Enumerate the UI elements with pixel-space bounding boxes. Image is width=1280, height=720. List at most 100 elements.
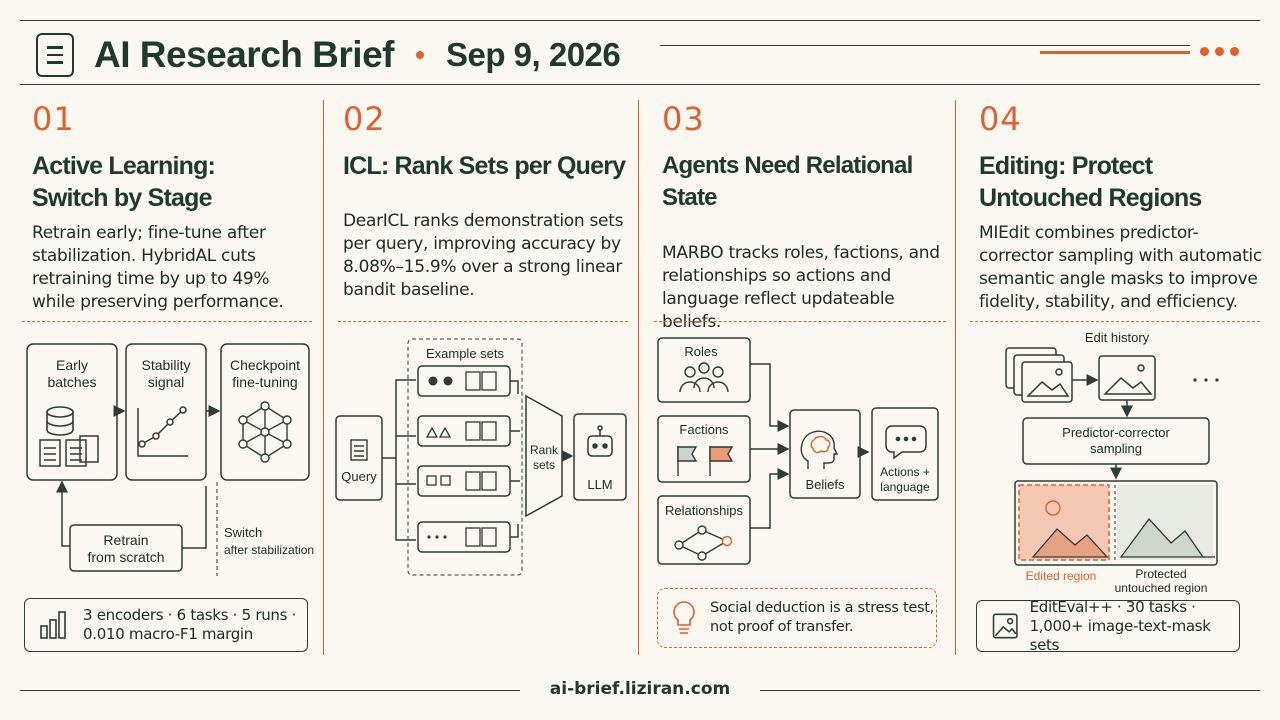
page-date: Sep 9, 2026 xyxy=(445,36,621,73)
stress-test-note: Social deduction is a stress test, not p… xyxy=(657,588,937,648)
svg-text:batches: batches xyxy=(47,374,96,390)
rank-sets-funnel xyxy=(525,394,563,518)
dashed-separator xyxy=(970,321,1260,322)
bar-chart-icon xyxy=(40,611,66,639)
column-divider xyxy=(323,100,324,655)
example-set-row xyxy=(417,415,511,447)
stability-signal-label: Stability xyxy=(141,357,190,373)
svg-text:sampling: sampling xyxy=(1090,441,1142,456)
editing-diagram: Edit history Predictor-corrector samplin… xyxy=(1005,330,1219,595)
header: AI Research Brief Sep 9, 2026 xyxy=(36,30,621,80)
top-rule xyxy=(20,20,1260,21)
title-separator-dot xyxy=(415,51,424,59)
column-number: 04 xyxy=(979,100,1022,138)
early-batches-label: Early xyxy=(56,357,88,373)
roles-box xyxy=(657,337,751,403)
predictor-corrector-label: Predictor-corrector xyxy=(1062,425,1170,440)
header-rule xyxy=(660,45,1190,46)
header-dots xyxy=(1200,47,1239,56)
edit-history-label: Edit history xyxy=(1085,330,1150,345)
image-stack-icon xyxy=(1005,347,1073,403)
network-icon xyxy=(238,401,292,463)
retrain-label: Retrain xyxy=(103,532,148,548)
column-title: Editing: Protect Untouched Regions xyxy=(979,152,1202,212)
active-learning-diagram: Early batches Stability signal Checkpoin… xyxy=(26,343,314,576)
more-dots xyxy=(1193,378,1197,382)
image-icon xyxy=(992,613,1018,639)
note-text: Social deduction is a stress test, not p… xyxy=(710,600,934,635)
stat-text: EditEval++ · 30 tasks · 1,000+ image-tex… xyxy=(1029,597,1211,654)
example-set-row xyxy=(417,365,511,397)
rank-sets-label: Rank xyxy=(530,443,559,457)
column-active-learning: 01 Active Learning: Switch by Stage Retr… xyxy=(32,100,312,655)
column-divider xyxy=(955,100,956,655)
column-summary: MARBO tracks roles, factions, and relati… xyxy=(662,243,940,332)
switch-label: Switch xyxy=(224,525,262,540)
footer: ai-brief.liziran.com xyxy=(0,679,1280,701)
dashed-separator xyxy=(654,321,946,322)
result-image xyxy=(1014,480,1218,566)
svg-text:signal: signal xyxy=(148,374,185,390)
roles-label: Roles xyxy=(684,344,718,359)
column-title: Agents Need Relational State xyxy=(662,152,913,211)
protected-region-label: Protected xyxy=(1135,567,1186,581)
column-summary: DearICL ranks demonstration sets per que… xyxy=(343,211,624,300)
document-icon xyxy=(350,439,368,461)
column-summary: MIEdit combines predictor-corrector samp… xyxy=(979,223,1262,312)
column-title: Active Learning: Switch by Stage xyxy=(32,152,216,212)
actions-language-box xyxy=(871,407,939,501)
column-title: ICL: Rank Sets per Query xyxy=(343,152,626,180)
column-editing: 04 Editing: Protect Untouched Regions MI… xyxy=(979,100,1269,655)
column-number: 03 xyxy=(662,100,705,138)
edited-region-label: Edited region xyxy=(1026,569,1097,583)
svg-text:untouched region: untouched region xyxy=(1115,581,1208,595)
example-sets-label: Example sets xyxy=(426,346,505,361)
robot-icon xyxy=(587,425,613,457)
example-set-row xyxy=(417,465,511,497)
checkpoint-finetuning-label: Checkpoint xyxy=(230,357,300,373)
image-icon xyxy=(1098,355,1156,401)
llm-label: LLM xyxy=(587,477,612,492)
column-number: 01 xyxy=(32,100,75,138)
line-chart-icon xyxy=(137,406,188,457)
llm-box xyxy=(573,413,627,501)
page-title: AI Research Brief xyxy=(94,34,394,75)
svg-text:language: language xyxy=(880,480,930,494)
brain-head-icon xyxy=(800,430,839,469)
document-icon xyxy=(36,33,74,77)
icl-diagram: Example sets Query Rank sets LLM xyxy=(335,338,627,576)
query-box xyxy=(335,415,383,501)
footer-url: ai-brief.liziran.com xyxy=(549,679,731,699)
flags-icon xyxy=(677,446,734,476)
header-accent-bar xyxy=(1040,51,1190,54)
column-agents: 03 Agents Need Relational State MARBO tr… xyxy=(662,100,952,655)
checkpoint-finetuning-box xyxy=(220,343,310,481)
dashed-separator xyxy=(22,321,312,322)
relationships-box xyxy=(657,495,751,565)
column-number: 02 xyxy=(343,100,386,138)
stat-box: EditEval++ · 30 tasks · 1,000+ image-tex… xyxy=(976,597,1240,654)
relationships-label: Relationships xyxy=(665,503,744,518)
svg-text:after stabilization: after stabilization xyxy=(224,543,314,557)
column-divider xyxy=(638,100,639,655)
documents-icon xyxy=(39,435,99,467)
column-summary: Retrain early; fine-tune after stabiliza… xyxy=(32,223,284,312)
stability-signal-box xyxy=(125,343,207,481)
svg-text:fine-tuning: fine-tuning xyxy=(232,374,297,390)
people-icon xyxy=(679,362,729,393)
dashed-separator xyxy=(338,321,628,322)
stat-text: 3 encoders · 6 tasks · 5 runs · 0.010 ma… xyxy=(83,606,297,643)
factions-label: Factions xyxy=(679,422,729,437)
agents-diagram: Roles Factions Relationships Beliefs Act… xyxy=(657,337,939,565)
actions-language-label: Actions + xyxy=(880,465,930,479)
database-icon xyxy=(46,406,74,436)
lightbulb-icon xyxy=(673,601,695,634)
query-label: Query xyxy=(341,469,377,484)
example-sets-group xyxy=(407,338,523,576)
example-set-row xyxy=(417,521,511,553)
column-icl: 02 ICL: Rank Sets per Query DearICL rank… xyxy=(343,100,633,655)
header-underline xyxy=(20,84,1260,85)
beliefs-label: Beliefs xyxy=(805,477,845,492)
chat-bubble-icon xyxy=(885,425,927,460)
stat-box: 3 encoders · 6 tasks · 5 runs · 0.010 ma… xyxy=(24,598,308,652)
